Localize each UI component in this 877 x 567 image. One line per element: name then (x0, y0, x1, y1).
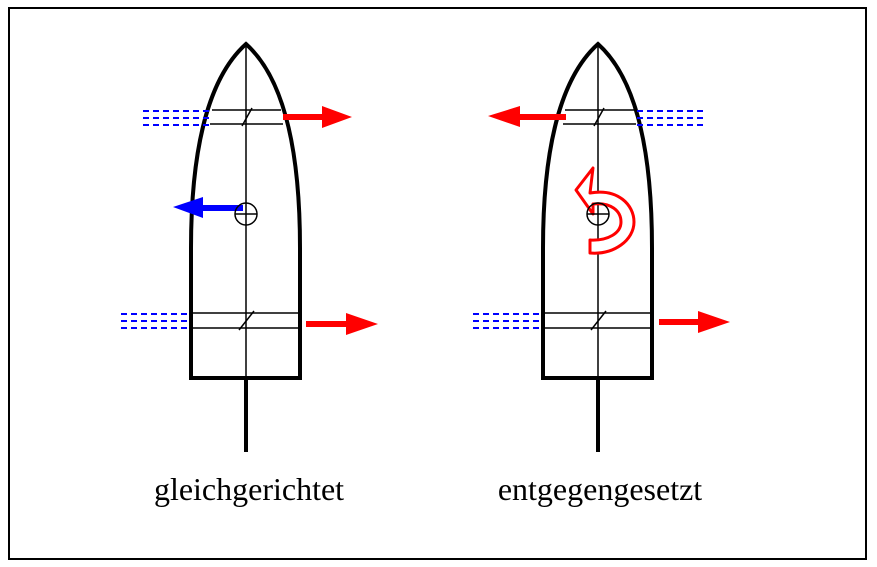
diagram-frame (8, 7, 867, 560)
water-jet-bow-right (637, 110, 706, 126)
water-jet-stern-left (121, 313, 190, 329)
boat-right (473, 41, 730, 452)
label-parallel-thrust: gleichgerichtet (153, 471, 345, 507)
center-of-rotation-icon (586, 202, 610, 226)
thrust-arrow-stern-left (306, 313, 378, 335)
water-jet-bow-left (143, 110, 212, 126)
boat-left (121, 41, 378, 452)
water-jet-stern-right (473, 313, 542, 329)
center-of-rotation-icon (234, 202, 258, 226)
thrust-arrow-stern-right (659, 311, 730, 333)
rotation-arrow-icon (574, 166, 636, 255)
label-opposed-thrust: entgegengesetzt (497, 471, 703, 507)
thrust-arrow-bow-right (488, 106, 566, 127)
thrust-arrow-bow-left (283, 106, 352, 128)
resultant-arrow-left (173, 197, 243, 218)
